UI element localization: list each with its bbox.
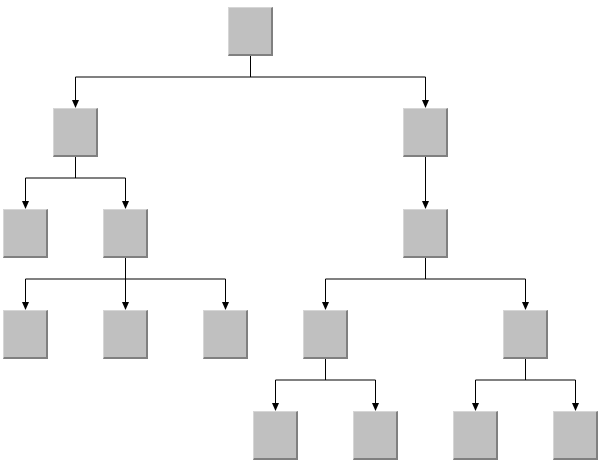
- tree-node-n12: [353, 411, 398, 460]
- arrowhead-n4: [122, 201, 129, 209]
- tree-node-n1: [53, 108, 98, 157]
- tree-node-n13: [453, 411, 498, 460]
- arrowhead-n5: [422, 201, 429, 209]
- tree-node-n6: [3, 310, 48, 359]
- tree-node-n5: [403, 209, 448, 258]
- tree-node-n3: [3, 209, 48, 258]
- arrowhead-n14: [572, 403, 579, 411]
- tree-node-n4: [103, 209, 148, 258]
- arrowhead-n9: [322, 302, 329, 310]
- arrowhead-n7: [122, 302, 129, 310]
- arrowhead-n2: [422, 100, 429, 108]
- arrowhead-n6: [22, 302, 29, 310]
- tree-node-n10: [503, 310, 548, 359]
- arrowhead-n8: [222, 302, 229, 310]
- arrowhead-n10: [522, 302, 529, 310]
- arrowhead-n12: [372, 403, 379, 411]
- arrowhead-n3: [22, 201, 29, 209]
- arrowhead-n11: [272, 403, 279, 411]
- tree-node-n2: [403, 108, 448, 157]
- arrowhead-n13: [472, 403, 479, 411]
- arrowhead-n1: [72, 100, 79, 108]
- tree-node-n8: [203, 310, 248, 359]
- tree-node-n7: [103, 310, 148, 359]
- tree-node-n14: [553, 411, 598, 460]
- tree-node-n9: [303, 310, 348, 359]
- tree-node-n11: [253, 411, 298, 460]
- tree-node-n0: [228, 7, 273, 56]
